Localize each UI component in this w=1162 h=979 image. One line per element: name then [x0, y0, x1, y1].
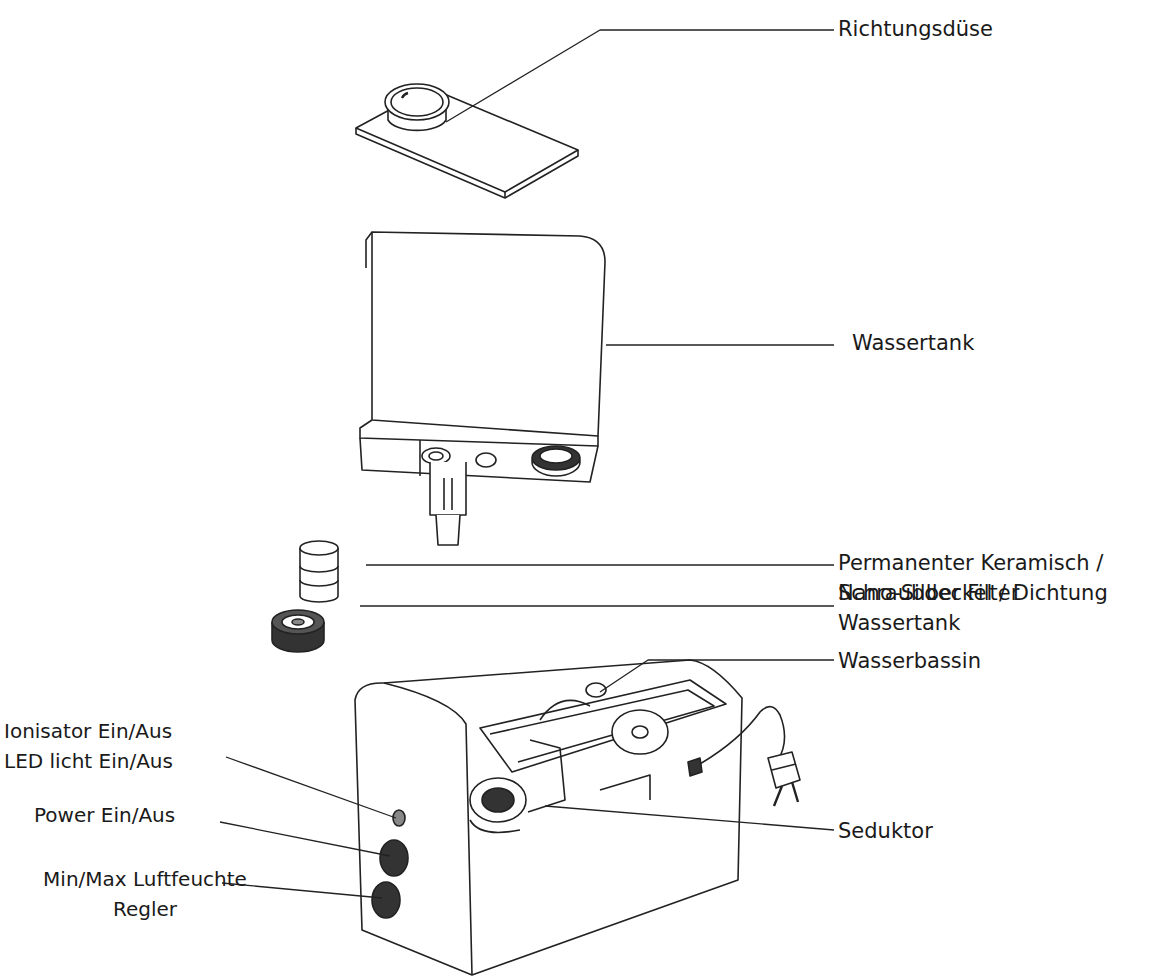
- filter-part: [300, 541, 338, 602]
- screw-cap-part: [272, 610, 324, 652]
- part-label: Ionisator Ein/Aus: [4, 716, 244, 746]
- part-label: Wasserbassin: [838, 646, 1138, 676]
- part-label: Power Ein/Aus: [34, 800, 234, 830]
- part-label: Richtungsdüse: [838, 14, 1138, 44]
- part-label: LED licht Ein/Aus: [4, 746, 244, 776]
- nozzle-part: [356, 84, 578, 198]
- part-label: Schraubdeckel / Dichtung Wassertank: [838, 578, 1160, 638]
- part-label: Wassertank: [852, 328, 1152, 358]
- base-unit-part: [355, 660, 800, 975]
- water-tank-part: [360, 232, 605, 545]
- leader-lines: [220, 30, 834, 898]
- part-label: Seduktor: [838, 816, 1138, 846]
- part-label: Min/Max Luftfeuchte Regler: [40, 864, 250, 924]
